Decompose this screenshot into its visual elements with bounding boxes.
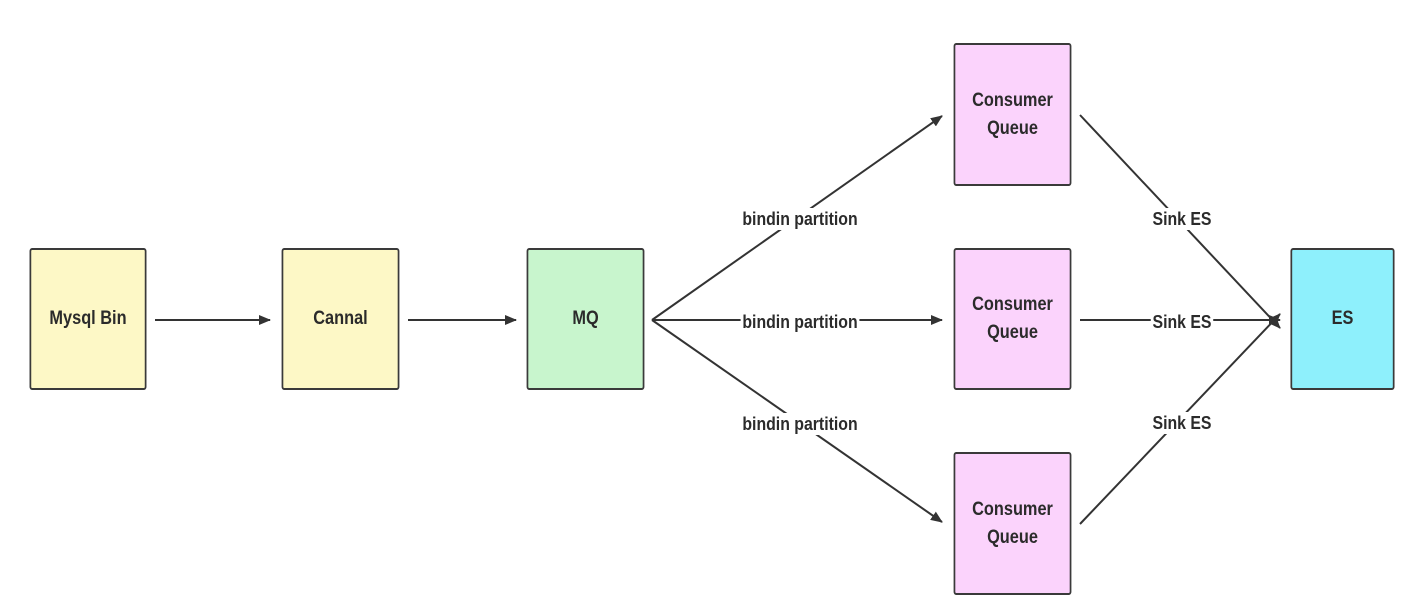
edge-label-consumer-queue-1-to-es: Sink ES bbox=[1150, 208, 1214, 230]
node-consumer-queue-1-label: Consumer Queue bbox=[972, 89, 1053, 139]
node-mq-label: MQ bbox=[572, 308, 599, 329]
edge-label-mq-to-consumer-queue-1: bindin partition bbox=[740, 208, 860, 230]
edge-label-consumer-queue-3-to-es: Sink ES bbox=[1150, 412, 1214, 434]
node-consumer-queue-3-label: Consumer Queue bbox=[972, 498, 1053, 548]
node-es: ES bbox=[1290, 248, 1395, 390]
node-mq: MQ bbox=[526, 248, 645, 390]
node-mysql-bin-label: Mysql Bin bbox=[49, 308, 127, 329]
node-cannal: Cannal bbox=[281, 248, 400, 390]
node-es-label: ES bbox=[1331, 308, 1354, 329]
node-consumer-queue-3: Consumer Queue bbox=[953, 452, 1072, 595]
edge-label-mq-to-consumer-queue-3: bindin partition bbox=[740, 413, 860, 435]
node-consumer-queue-2: Consumer Queue bbox=[953, 248, 1072, 390]
edge-label-consumer-queue-2-to-es: Sink ES bbox=[1150, 311, 1214, 333]
node-cannal-label: Cannal bbox=[313, 308, 368, 329]
node-consumer-queue-1: Consumer Queue bbox=[953, 43, 1072, 186]
node-consumer-queue-2-label: Consumer Queue bbox=[972, 294, 1053, 343]
node-mysql-bin: Mysql Bin bbox=[29, 248, 147, 390]
edge-label-mq-to-consumer-queue-2: bindin partition bbox=[740, 311, 860, 333]
